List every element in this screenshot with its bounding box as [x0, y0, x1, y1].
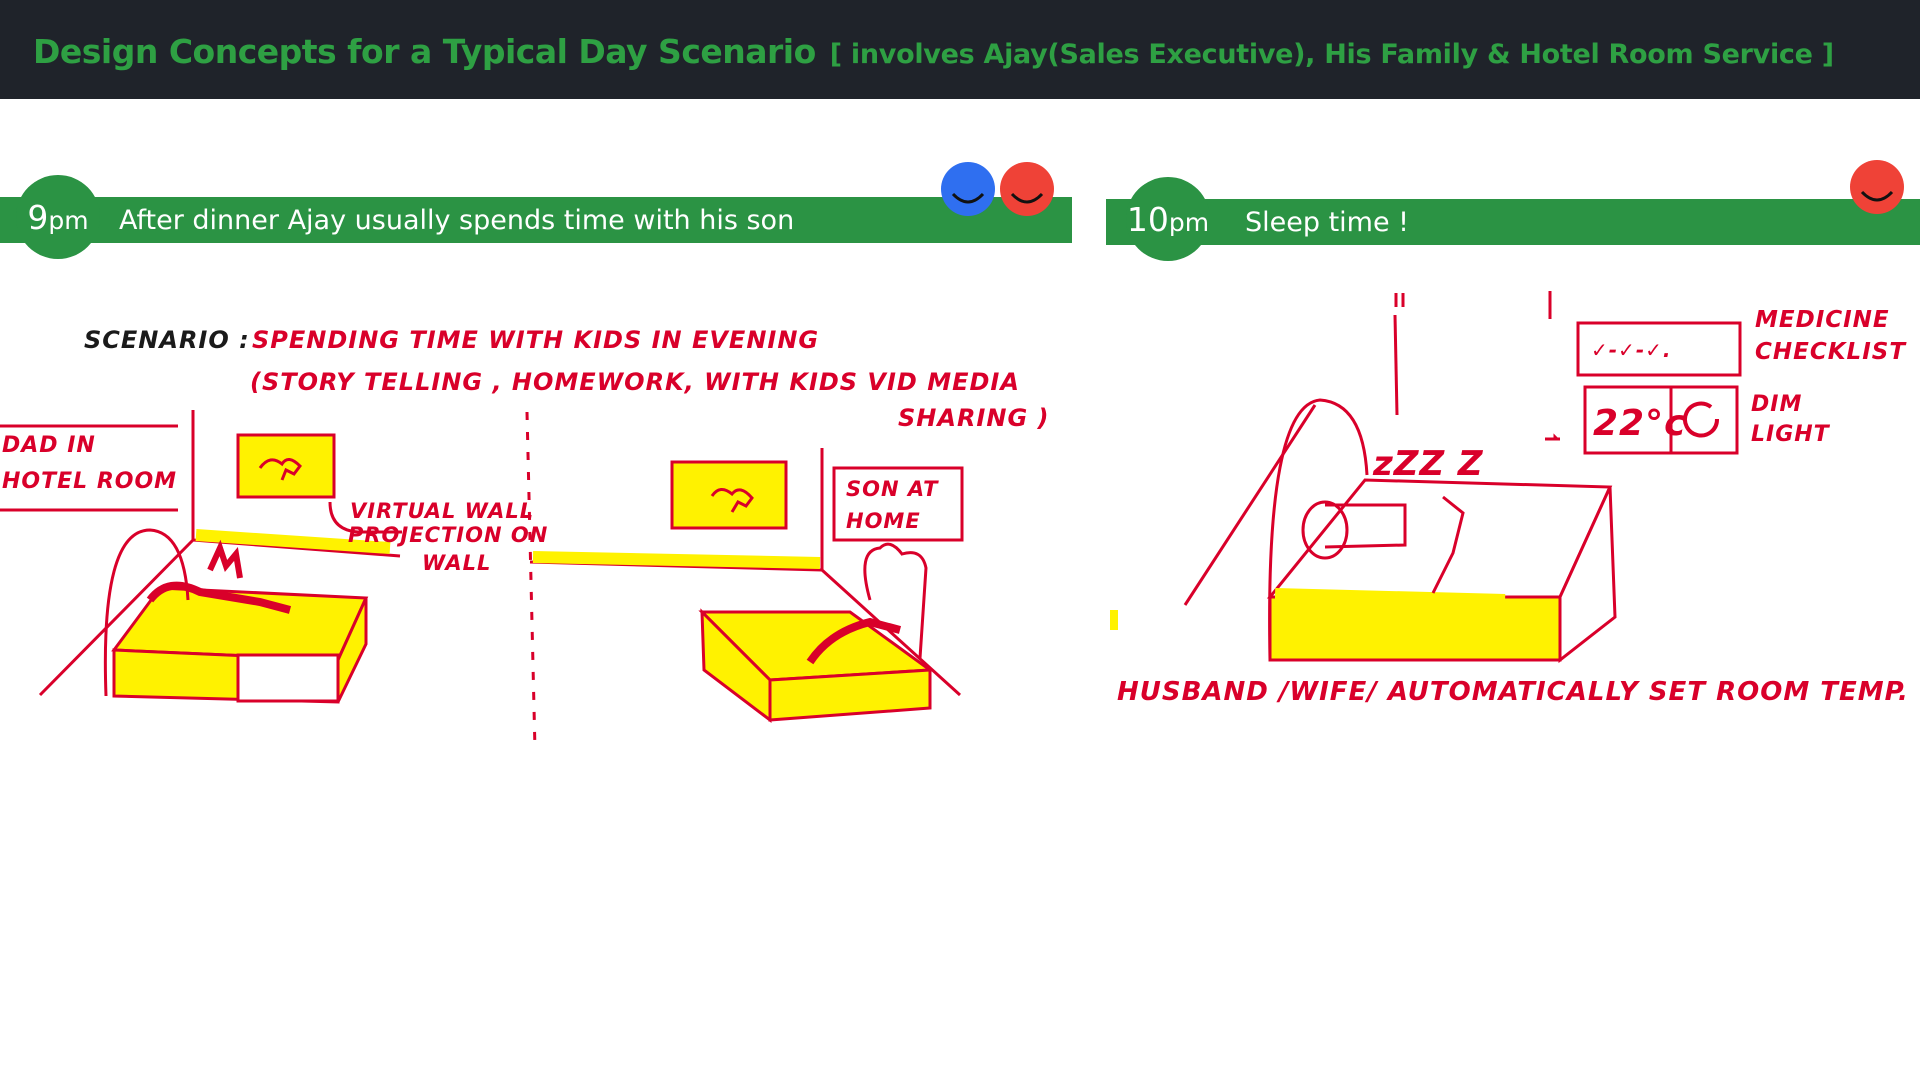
son-label-1: SON AT: [846, 477, 939, 501]
dimmer-knob-icon: [1683, 401, 1720, 438]
sketch-sleep-time: zZZ Z ✓-✓-✓. MEDICINE CHECKLIST 22°c DIM…: [1110, 291, 1909, 707]
wall-label-1: VIRTUAL WALL: [350, 499, 534, 523]
time-number: 10: [1126, 199, 1169, 239]
sleep-zzz: zZZ Z: [1372, 444, 1484, 484]
dim-label-2: LIGHT: [1751, 422, 1831, 447]
dim-label-1: DIM: [1751, 392, 1802, 417]
page-title-subtitle: [ involves Ajay(Sales Executive), His Fa…: [829, 39, 1834, 70]
header-bar: Design Concepts for a Typical Day Scenar…: [0, 0, 1920, 99]
smiley-blue-icon: [941, 162, 995, 216]
smiley-red-icon: [1000, 162, 1054, 216]
page-title: Design Concepts for a Typical Day Scenar…: [33, 32, 1834, 71]
wall-label-3: WALL: [422, 551, 491, 575]
page-title-main: Design Concepts for a Typical Day Scenar…: [33, 32, 816, 71]
medicine-label-1: MEDICINE: [1755, 307, 1890, 333]
smiley-red-icon: [1850, 160, 1904, 214]
sketch-parent-child-video: SCENARIO : SPENDING TIME WITH KIDS IN EV…: [0, 326, 1049, 751]
panel-10pm-caption: Sleep time !: [1245, 207, 1409, 238]
medicine-label-2: CHECKLIST: [1755, 339, 1907, 365]
son-label-2: HOME: [846, 509, 921, 533]
dad-label-2: HOTEL ROOM: [2, 469, 177, 494]
checklist-marks: ✓-✓-✓.: [1591, 338, 1671, 362]
panel-9pm-caption: After dinner Ajay usually spends time wi…: [119, 205, 795, 236]
panel-9pm-band: [0, 197, 1072, 243]
dad-label-1: DAD IN: [2, 433, 96, 458]
panel-10pm-band: [1106, 199, 1920, 245]
scenario-line-2: (STORY TELLING , HOMEWORK, WITH KIDS VID…: [250, 368, 1020, 396]
scenario-label: SCENARIO :: [84, 326, 250, 354]
time-unit: pm: [1168, 207, 1210, 237]
scenario-line-1: SPENDING TIME WITH KIDS IN EVENING: [252, 326, 819, 354]
time-number: 9: [27, 197, 49, 237]
time-unit: pm: [48, 205, 89, 235]
wall-label-2: PROJECTION ON: [348, 523, 548, 547]
sleep-bottom-caption: HUSBAND /WIFE/ AUTOMATICALLY SET ROOM TE…: [1117, 677, 1909, 707]
temperature-readout: 22°c: [1593, 403, 1686, 444]
scenario-line-3: SHARING ): [898, 404, 1049, 432]
